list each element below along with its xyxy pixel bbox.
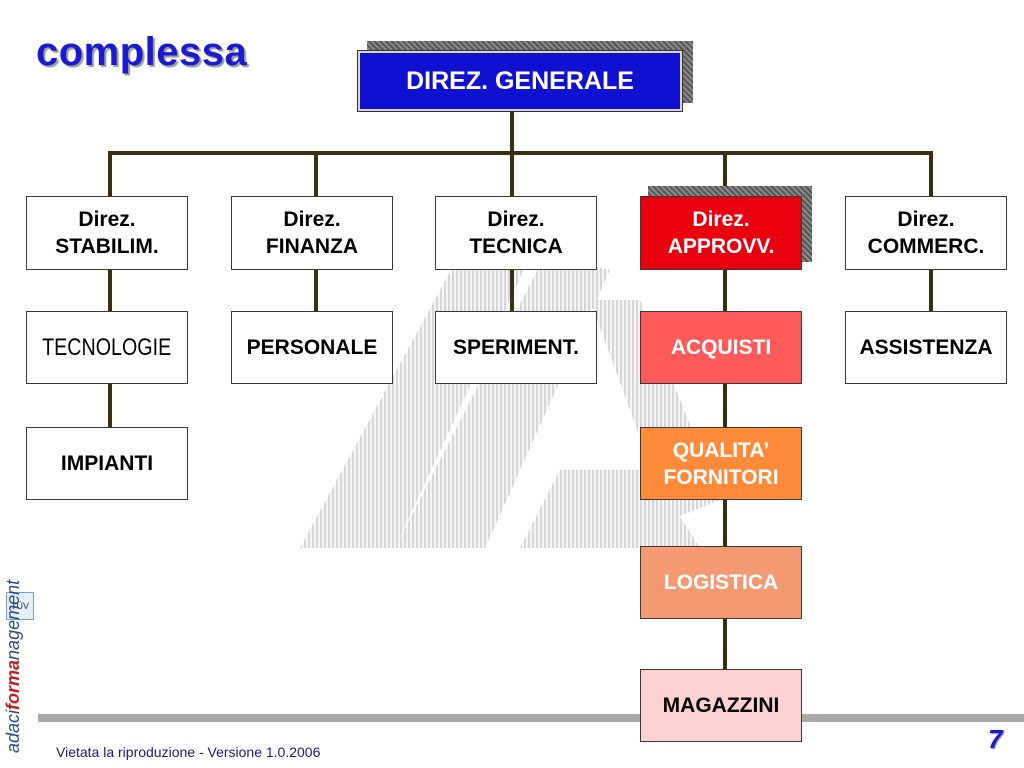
dept-line1: Direz. <box>487 208 545 231</box>
unit-label: PERSONALE <box>246 336 378 359</box>
unit-label: TECNOLOGIE <box>42 334 172 361</box>
connectors <box>108 110 933 669</box>
unit-label: IMPIANTI <box>60 452 154 475</box>
unit-qualita-fornitori[interactable]: QUALITA’ FORNITORI <box>640 427 802 500</box>
unit-label: SPERIMENT. <box>452 336 580 359</box>
dept-line2: APPROVV. <box>667 235 775 258</box>
company-logo: adaciformanagement <box>3 579 23 753</box>
unit-label: MAGAZZINI <box>662 694 780 717</box>
dept-line1: Direz. <box>283 208 341 231</box>
unit-assistenza[interactable]: ASSISTENZA <box>845 311 1007 384</box>
dept-line1: Direz. <box>897 208 955 231</box>
certification-badge: TÜV <box>6 592 34 620</box>
unit-label: LOGISTICA <box>663 571 779 594</box>
unit-magazzini[interactable]: MAGAZZINI <box>640 669 802 742</box>
dept-tecnica[interactable]: Direz. TECNICA <box>435 196 597 270</box>
dept-line2: COMMERC. <box>867 235 985 258</box>
unit-personale[interactable]: PERSONALE <box>231 311 393 384</box>
unit-tecnologie[interactable]: TECNOLOGIE <box>26 311 188 384</box>
unit-label-line1: QUALITA’ <box>672 438 770 462</box>
unit-label: ASSISTENZA <box>859 336 993 359</box>
unit-speriment[interactable]: SPERIMENT. <box>435 311 597 384</box>
footer-bar <box>38 714 1024 722</box>
slide-title: complessa <box>36 30 248 74</box>
dept-stabilim[interactable]: Direz. STABILIM. <box>26 196 188 270</box>
unit-logistica[interactable]: LOGISTICA <box>640 546 802 619</box>
unit-impianti[interactable]: IMPIANTI <box>26 427 188 500</box>
dept-line2: FINANZA <box>265 235 359 258</box>
unit-label: ACQUISTI <box>670 336 772 359</box>
top-node-direz-generale[interactable]: DIREZ. GENERALE <box>357 50 683 112</box>
dept-commerc[interactable]: Direz. COMMERC. <box>845 196 1007 270</box>
top-node-label: DIREZ. GENERALE <box>406 66 634 95</box>
dept-line2: TECNICA <box>469 235 563 258</box>
unit-acquisti[interactable]: ACQUISTI <box>640 311 802 384</box>
dept-line1: Direz. <box>692 208 750 231</box>
dept-approvv[interactable]: Direz. APPROVV. <box>640 196 802 270</box>
dept-line2: STABILIM. <box>55 235 159 258</box>
unit-label-line2: FORNITORI <box>663 465 779 489</box>
page-number: 7 <box>988 724 1003 754</box>
dept-line1: Direz. <box>78 208 136 231</box>
footer-text: Vietata la riproduzione - Versione 1.0.2… <box>56 744 321 760</box>
dept-finanza[interactable]: Direz. FINANZA <box>231 196 393 270</box>
